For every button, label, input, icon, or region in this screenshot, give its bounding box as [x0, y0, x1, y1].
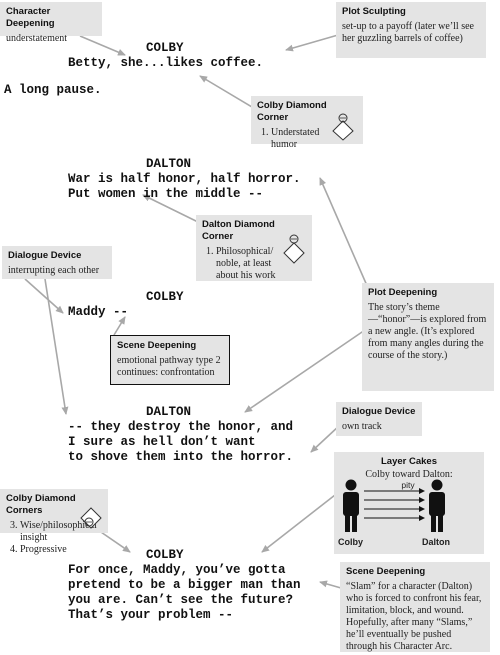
note-item: Progressive	[20, 544, 90, 556]
note-title: Dialogue Device	[8, 250, 82, 261]
note-title: Plot Sculpting	[342, 6, 406, 17]
note-title: Layer Cakes	[381, 456, 437, 467]
connector-layer-cakes	[261, 494, 336, 553]
note-title: Colby Diamond Corner	[257, 100, 327, 123]
action-line: A long pause.	[4, 83, 102, 97]
connector-dialogue-device-1	[24, 278, 64, 314]
dialogue-block: War is half honor, half horror. Put wome…	[68, 172, 301, 201]
note-body: own track	[342, 421, 382, 432]
layer-cake-right-label: Dalton	[422, 537, 450, 547]
layer-cake-diagram	[343, 479, 445, 532]
character-cue-colby: COLBY	[146, 41, 184, 55]
note-title: Scene Deepening	[346, 566, 426, 577]
layer-cake-arrow-label: pity	[401, 480, 415, 490]
note-title: Plot Deepening	[368, 287, 438, 298]
character-cue-colby: COLBY	[146, 290, 184, 304]
note-dialogue-device: Dialogue Device own track	[336, 402, 422, 436]
diamond-icon	[80, 507, 102, 529]
dialogue-block: -- they destroy the honor, and I sure as…	[68, 420, 294, 464]
note-subtitle: Colby toward Dalton:	[365, 469, 453, 480]
note-body: “Slam” for a character (Dalton) who is f…	[346, 581, 482, 652]
diamond-icon	[332, 113, 354, 141]
note-scene-deepening: Scene Deepening “Slam” for a character (…	[340, 562, 490, 652]
connector-dialogue-device-1b	[44, 278, 69, 415]
note-dialogue-device: Dialogue Device interrupting each other	[2, 246, 112, 279]
dialogue-block: For once, Maddy, you’ve gotta pretend to…	[68, 563, 301, 622]
note-title: Colby Diamond Corners	[6, 493, 76, 516]
note-body: The story’s theme—“honor”—is explored fr…	[368, 302, 487, 361]
note-item: Wise/philosophical insight	[20, 520, 97, 544]
note-dalton-diamond-corner: Dalton Diamond Corner Philosophical/ nob…	[196, 215, 312, 281]
layer-cake-left-label: Colby	[338, 537, 364, 547]
note-scene-deepening: Scene Deepening emotional pathway type 2…	[110, 335, 230, 385]
connector-plot-deepening-2	[244, 329, 366, 413]
note-title: Dialogue Device	[342, 406, 416, 417]
note-character-deepening: Character Deepening understatement	[0, 2, 102, 44]
connector-plot-deepening-1	[319, 177, 369, 289]
note-item: Understated humor	[271, 127, 331, 151]
note-body: interrupting each other	[8, 265, 100, 276]
note-title: Scene Deepening	[117, 340, 197, 351]
connector-colby-diamond-corners	[97, 529, 131, 553]
note-title: Dalton Diamond Corner	[202, 219, 275, 242]
person-icon	[429, 479, 445, 532]
character-cue-dalton: DALTON	[146, 405, 192, 419]
note-colby-diamond-corner: Colby Diamond Corner Understated humor	[251, 96, 363, 150]
note-plot-deepening: Plot Deepening The story’s theme—“honor”…	[362, 283, 494, 391]
note-plot-sculpting: Plot Sculpting set-up to a payoff (later…	[336, 2, 486, 58]
note-body: understatement	[6, 33, 68, 44]
note-body: set-up to a payoff (later we’ll see her …	[342, 21, 474, 44]
dialogue-line: Betty, she...likes coffee.	[68, 56, 264, 70]
note-item: Philosophical/ noble, at least about his…	[216, 246, 294, 282]
diamond-icon	[283, 234, 305, 264]
note-colby-diamond-corners: Colby Diamond Corners Wise/philosophical…	[0, 489, 108, 555]
connector-colby-diamond-corner	[199, 75, 258, 111]
character-cue-dalton: DALTON	[146, 157, 192, 171]
note-title: Character Deepening	[6, 6, 55, 29]
person-icon	[343, 479, 359, 532]
character-cue-colby: COLBY	[146, 548, 184, 562]
dialogue-line: Maddy --	[68, 305, 129, 319]
note-body: emotional pathway type 2 continues: conf…	[117, 355, 221, 378]
note-layer-cakes: Layer Cakes Colby toward Dalton:	[334, 452, 484, 554]
